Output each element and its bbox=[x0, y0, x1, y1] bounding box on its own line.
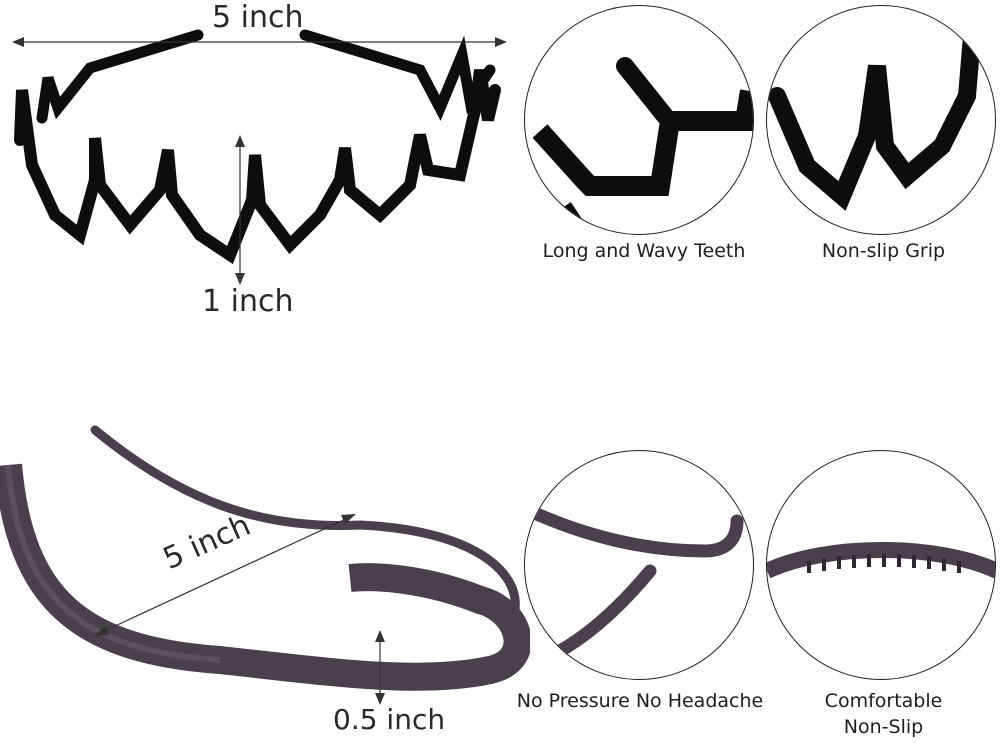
caption-non-slip-grip: Non-slip Grip bbox=[821, 240, 946, 262]
caption-non-slip: Non-Slip bbox=[843, 716, 924, 738]
width-arrow bbox=[12, 37, 507, 47]
comb-headband-drawing bbox=[14, 29, 501, 265]
caption-comfortable: Comfortable bbox=[824, 690, 943, 712]
width-label: 5 inch bbox=[212, 0, 304, 35]
comb-headband-image bbox=[0, 0, 520, 330]
band-width-arrow bbox=[375, 630, 385, 705]
detail-circle-wavy-teeth bbox=[524, 5, 754, 235]
front-zigzag bbox=[14, 69, 501, 265]
detail-circle-comfortable bbox=[766, 450, 996, 680]
length-arrow bbox=[94, 514, 356, 636]
detail-circle-no-pressure bbox=[524, 450, 754, 680]
caption-no-pressure: No Pressure No Headache bbox=[516, 690, 764, 712]
flat-headband-image bbox=[0, 410, 530, 740]
flat-headband-drawing bbox=[0, 425, 530, 691]
detail-circle-non-slip bbox=[766, 5, 996, 235]
no-pressure-closeup bbox=[525, 504, 744, 658]
height-arrow bbox=[235, 135, 245, 285]
height-label: 1 inch bbox=[202, 284, 294, 319]
band-width-label: 0.5 inch bbox=[333, 703, 446, 736]
non-slip-closeup bbox=[768, 6, 995, 211]
wavy-teeth-closeup bbox=[532, 57, 753, 234]
comfortable-closeup bbox=[767, 542, 995, 579]
flat-band-back bbox=[90, 425, 520, 615]
caption-wavy-teeth: Long and Wavy Teeth bbox=[542, 240, 746, 262]
